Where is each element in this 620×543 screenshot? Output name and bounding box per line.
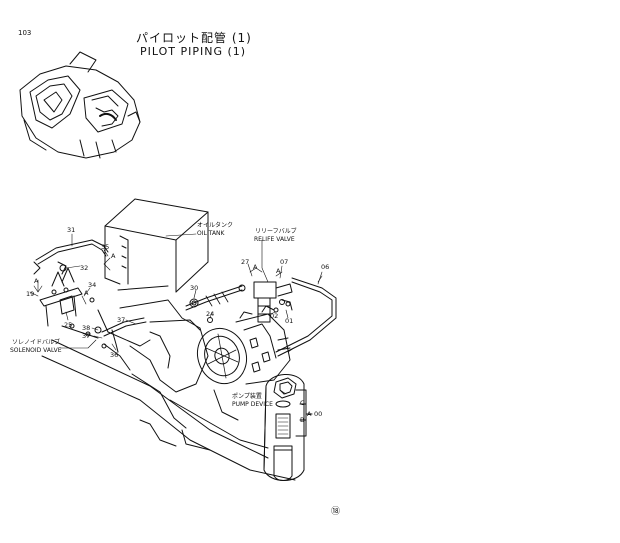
callout-37-a: 37 (117, 316, 126, 324)
callout-27: 27 (241, 258, 250, 266)
callout-25: 25 (64, 321, 73, 329)
callout-36: 36 (110, 351, 119, 359)
callout-38: 38 (82, 324, 91, 332)
frame (41, 285, 296, 481)
callout-34: 34 (88, 281, 97, 289)
callout-37-b: 37 (82, 332, 91, 340)
pump-device-label-en: PUMP DEVICE (232, 401, 273, 408)
page-title-jp: パイロット配管 (1) (136, 31, 252, 45)
callout-A-4: A (253, 263, 258, 271)
page-number: 103 (18, 29, 32, 37)
relief-valve-label-jp: リリーフバルブ (255, 228, 297, 235)
relief-valve-label-en: RELIFE VALVE (254, 236, 295, 243)
page-title-en: PILOT PIPING (1) (140, 45, 247, 58)
callout-06: 06 (321, 263, 330, 271)
pump-device-label-jp: ポンプ装置 (232, 393, 262, 400)
callout-A-1: A (111, 252, 116, 260)
callout-35: 35 (101, 243, 110, 251)
solenoid-valve-label-jp: ソレノイドバルブ (12, 339, 61, 346)
solenoid-valve (33, 261, 83, 327)
solenoid-valve-label-en: SOLENOID VALVE (10, 347, 62, 354)
oil-tank (104, 198, 209, 293)
callout-A-5: A (276, 267, 281, 275)
oil-tank-label-jp: オイルタンク (197, 222, 234, 229)
callout-19: 19 (26, 290, 35, 298)
callout-01: 01 (285, 317, 294, 325)
callout-31: 31 (67, 226, 76, 234)
callout-07: 07 (280, 258, 289, 266)
callout-A-00: A (307, 410, 312, 418)
callout-00: 00 (314, 410, 323, 418)
callout-24: 24 (206, 310, 215, 318)
callout-02: 02 (270, 312, 279, 320)
callout-32: 32 (80, 264, 89, 272)
callout-C: C (300, 399, 305, 407)
callout-A-2: A (34, 277, 39, 285)
pump-filter-detail (263, 374, 313, 481)
callout-B: B (300, 416, 305, 424)
callout-A-3: A (84, 289, 89, 297)
excavator-overview (19, 51, 141, 159)
footer-mark: ⑱ (331, 507, 341, 517)
fittings (69, 284, 285, 349)
oil-tank-label-en: OIL TANK (197, 230, 225, 237)
callout-30: 30 (190, 284, 199, 292)
pilot-pipes (35, 239, 337, 357)
leader-lines (29, 233, 323, 395)
